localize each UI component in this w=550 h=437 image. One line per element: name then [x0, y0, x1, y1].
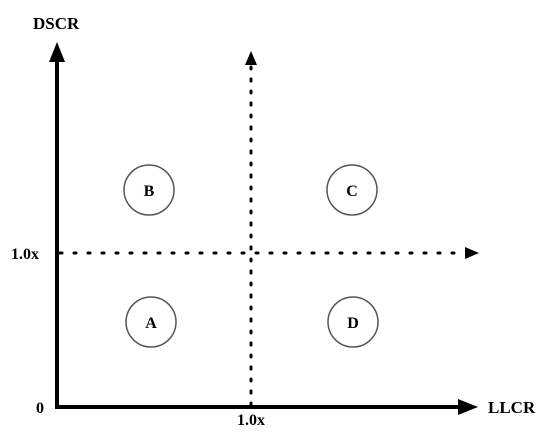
quadrant-c-circle [326, 164, 378, 216]
quadrant-d-circle [327, 296, 379, 348]
x-axis-arrowhead [458, 399, 478, 415]
quadrant-a-circle [125, 296, 177, 348]
quadrant-c-label: C [346, 183, 358, 200]
quadrant-a-label: A [145, 315, 157, 332]
quadrant-d-label: D [347, 315, 359, 332]
x-axis-label: LLCR [488, 398, 536, 417]
horizontal-threshold-arrowhead [465, 247, 479, 259]
quadrant-b-label: B [144, 183, 155, 200]
vertical-threshold-arrowhead [245, 51, 257, 65]
y-threshold-label: 1.0x [11, 246, 39, 263]
x-threshold-label: 1.0x [237, 412, 265, 429]
origin-label: 0 [36, 400, 44, 417]
quadrant-b-circle [123, 164, 175, 216]
y-axis-arrowhead [49, 42, 65, 62]
y-axis-label: DSCR [33, 14, 80, 33]
